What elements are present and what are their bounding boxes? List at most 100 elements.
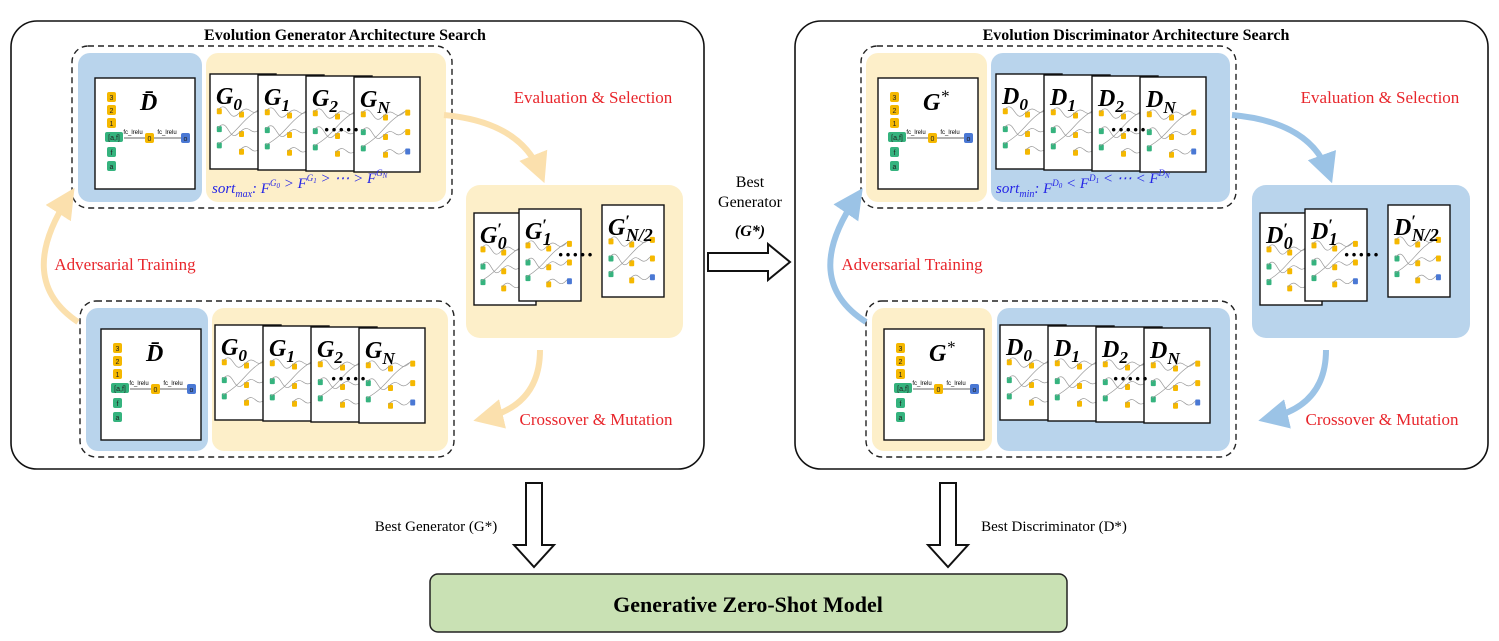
mini-graph-node [107, 92, 116, 102]
right-top-card-label: D2 [1097, 86, 1124, 116]
mini-graph-node-label: 1 [893, 121, 897, 128]
left-bottom-card [358, 327, 426, 424]
left-panel-title: Evolution Generator Architecture Search [204, 27, 486, 44]
mini-graph-node [113, 356, 122, 366]
mini-graph-node-label: [a,f] [891, 135, 903, 142]
left-bottom-group [79, 300, 455, 458]
mini-graph-node [894, 383, 912, 393]
left-top-group [71, 45, 453, 209]
left-top-card-label: G1 [264, 85, 290, 115]
right-bottom-card-label: D1 [1053, 336, 1080, 366]
left-cross-arrow [473, 349, 543, 429]
left-bottom-fixed-card-label: D̄ [145, 341, 163, 367]
middle-arrow-line1: Best [736, 174, 765, 191]
left-adv-label: Adversarial Training [54, 255, 196, 274]
mini-graph-node-label: o [190, 387, 194, 394]
mini-graph-edge-label: fc_lrelu [906, 130, 925, 136]
right-eval-arrow [1231, 112, 1337, 184]
mini-graph-node-label: a [899, 415, 903, 422]
right-cross-arrow [1258, 349, 1329, 429]
right-top-card-label: D0 [1001, 84, 1028, 114]
zero-shot-model-label: Generative Zero-Shot Model [613, 592, 883, 617]
left-top-card-label: GN [360, 87, 390, 117]
mini-graph-edge-label: fc_lrelu [123, 130, 142, 136]
left-top-card [353, 76, 421, 173]
right-adv-label: Adversarial Training [841, 255, 983, 274]
mini-graph-node [970, 384, 979, 394]
mini-graph-node-label: a [116, 415, 120, 422]
mini-graph-node [113, 369, 122, 379]
mini-graph-edge-label: fc_lrelu [940, 130, 959, 136]
left-bottom-card-label: G0 [221, 335, 247, 365]
mini-graph-node [890, 118, 899, 128]
right-top-fixed-card-label: G* [923, 87, 949, 116]
mini-graph-node-label: 3 [110, 95, 114, 102]
mini-graph-edge-label: fc_lrelu [129, 381, 148, 387]
right-bottom-card-label: DN [1149, 338, 1180, 368]
right-eval-label: Evaluation & Selection [1301, 88, 1460, 107]
bottom-right-arrow [925, 482, 971, 569]
mini-graph-node-label: o [973, 387, 977, 394]
mini-graph-node [890, 105, 899, 115]
left-top-card-label: G2 [312, 86, 338, 116]
mini-graph-node-label: 1 [116, 372, 120, 379]
left-eval-label: Evaluation & Selection [514, 88, 673, 107]
mini-graph-node-label: [a,f] [897, 386, 909, 393]
left-top-fixed-card-label: D̄ [139, 90, 157, 116]
right-bottom-card-label: D0 [1005, 335, 1032, 365]
mini-graph-node [928, 133, 937, 143]
mini-graph-node [896, 412, 905, 422]
mini-graph-node [934, 384, 943, 394]
left-selected-card [601, 204, 665, 298]
right-adv-arrow [827, 188, 868, 325]
zero-shot-model-box [429, 573, 1068, 633]
mini-graph-node-label: 1 [899, 372, 903, 379]
mini-graph-node-label: 2 [893, 108, 897, 115]
right-sort-caption: sortmin: FD0 < FD1 < ⋯ < FDN [996, 168, 1170, 200]
mini-graph-node-label: 0 [937, 387, 941, 394]
best-discriminator-label: Best Discriminator (D*) [981, 519, 1127, 535]
right-selected-card [1387, 204, 1451, 298]
right-cross-label: Crossover & Mutation [1306, 410, 1459, 429]
left-bottom-card-label: GN [365, 338, 395, 368]
mini-graph-node-label: 1 [110, 121, 114, 128]
mini-graph-node [890, 92, 899, 102]
mini-graph-edge-label: fc_lrelu [163, 381, 182, 387]
mini-graph-node-label: 2 [110, 108, 114, 115]
right-selected-card-label: D′N/2 [1393, 212, 1439, 245]
mini-graph-node [107, 147, 116, 157]
mini-graph-node [888, 132, 906, 142]
mini-graph-edge-label: fc_lrelu [157, 130, 176, 136]
left-selected-card-label: G′1 [525, 216, 552, 249]
mini-graph-node [187, 384, 196, 394]
mini-graph-node [890, 161, 899, 171]
mini-graph-node-label: f [894, 150, 896, 157]
bottom-left-arrow [511, 482, 557, 569]
mini-graph-node [107, 118, 116, 128]
left-selected-card-label: G′N/2 [608, 212, 653, 245]
left-bottom-card-label: G2 [317, 337, 343, 367]
mini-graph-node-label: f [117, 401, 119, 408]
best-generator-label: Best Generator (G*) [375, 519, 497, 535]
ellipsis: ····· [323, 117, 360, 142]
right-top-card-label: DN [1145, 87, 1176, 117]
mini-graph-node [105, 132, 123, 142]
left-sort-caption: sortmax: FG0 > FG1 > ⋯ > FGN [212, 168, 388, 200]
ellipsis: ····· [330, 366, 367, 391]
mini-graph-node-label: 0 [154, 387, 158, 394]
mini-graph-node-label: o [967, 136, 971, 143]
mini-graph-node [113, 398, 122, 408]
mini-graph-node [896, 356, 905, 366]
mini-graph-node [896, 398, 905, 408]
mini-graph-node [151, 384, 160, 394]
right-top-card [1139, 76, 1207, 173]
mini-graph-node [181, 133, 190, 143]
mini-graph-node [890, 147, 899, 157]
